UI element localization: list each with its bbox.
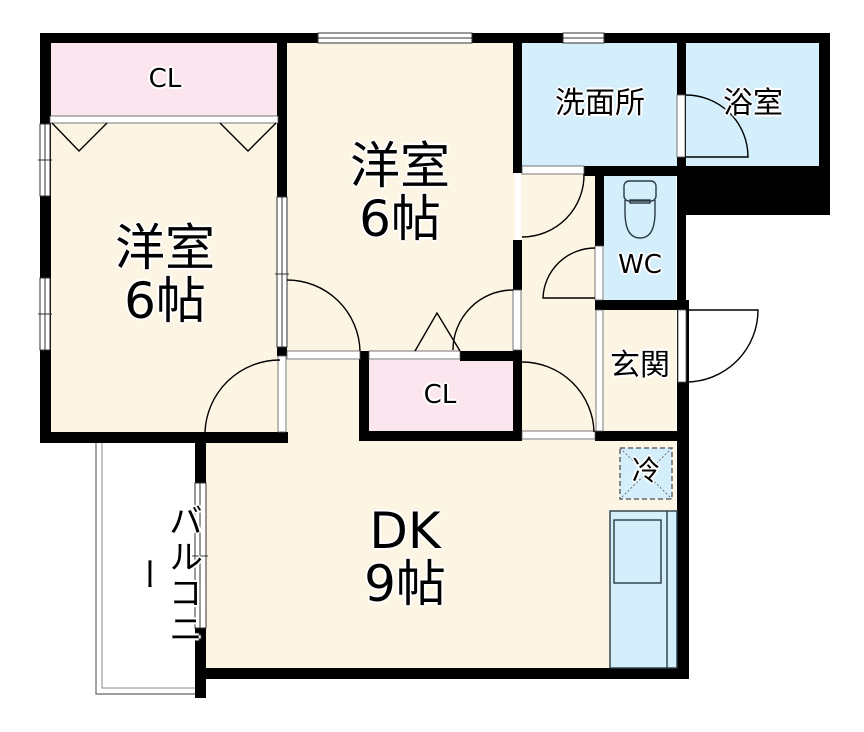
dining-kitchen-name: DK [369, 502, 441, 560]
window-inner-right [275, 196, 289, 348]
western-room-center-size: 6帖 [359, 189, 441, 248]
floors [50, 42, 819, 668]
dining-kitchen-label: DK 9帖 [335, 505, 475, 610]
toilet-label: WC [618, 250, 662, 280]
western-room-center-name: 洋室 [350, 137, 450, 195]
kitchen-counter [609, 510, 678, 669]
bathroom-label: 浴室 [723, 86, 783, 121]
floor-hallway [521, 172, 599, 438]
door-swings [51, 94, 759, 433]
floor-entrance [604, 310, 676, 438]
windows [38, 32, 605, 629]
western-room-left-size: 6帖 [124, 271, 206, 330]
window-dk-balcony [192, 482, 208, 629]
washroom-label: 洗面所 [555, 86, 645, 121]
refrigerator-space [619, 447, 673, 500]
floor-washroom [521, 42, 677, 167]
closet-top-left-label: CL [148, 64, 182, 94]
dining-kitchen-size: 9帖 [364, 554, 446, 613]
walls [40, 33, 830, 698]
floor-closet-top-left [50, 42, 278, 116]
openings [49, 94, 687, 440]
floor-dk-passage [287, 360, 365, 442]
floor-dining-kitchen [206, 440, 676, 668]
floor-bathroom [686, 42, 819, 167]
window-left-upper [38, 123, 52, 197]
closet-center-label: CL [423, 380, 457, 410]
western-room-left-name: 洋室 [115, 219, 215, 277]
floor-western-room-left [50, 118, 278, 433]
western-room-center-label: 洋室 6帖 [325, 140, 475, 245]
toilet-fixture [623, 180, 657, 239]
window-washroom [562, 32, 605, 44]
window-left-lower [38, 277, 52, 351]
floor-closet-center [369, 360, 514, 432]
refrigerator-label: 冷 [631, 454, 660, 487]
entrance-label: 玄関 [610, 348, 670, 383]
western-room-left-label: 洋室 6帖 [90, 222, 240, 327]
window-top-center [317, 32, 473, 44]
balcony-label: バルコニー [126, 503, 203, 647]
